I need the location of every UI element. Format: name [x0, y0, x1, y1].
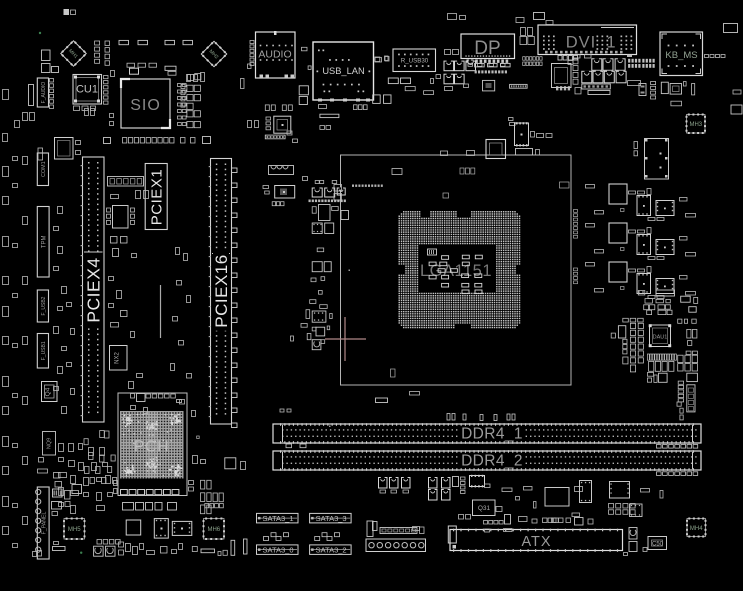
svg-text:MH3: MH3: [689, 122, 702, 128]
svg-text:TPM: TPM: [41, 235, 47, 248]
svg-text:CU1: CU1: [76, 84, 98, 96]
svg-text:MH6: MH6: [207, 527, 220, 533]
svg-text:DDR4_1: DDR4_1: [461, 426, 523, 443]
svg-text:F_AUDIO: F_AUDIO: [41, 82, 47, 104]
svg-text:SATA3_2: SATA3_2: [316, 546, 347, 555]
svg-text:USB_LAN: USB_LAN: [322, 66, 364, 76]
svg-text:SATA3_1: SATA3_1: [263, 514, 294, 523]
svg-text:F_USB1: F_USB1: [41, 341, 47, 360]
svg-text:PCH: PCH: [134, 439, 169, 456]
svg-text:DP: DP: [474, 38, 500, 59]
svg-text:PCIEX1: PCIEX1: [149, 169, 166, 225]
svg-text:MH4: MH4: [690, 526, 703, 532]
svg-text:MH2: MH2: [208, 49, 220, 61]
svg-text:KB_MS: KB_MS: [665, 50, 697, 61]
svg-text:MH5: MH5: [68, 527, 81, 533]
svg-text:R_USB30: R_USB30: [401, 58, 429, 65]
svg-text:1: 1: [606, 34, 615, 52]
svg-text:NX2: NX2: [115, 352, 121, 364]
svg-text:F_USB2: F_USB2: [41, 296, 47, 315]
svg-text:DAU1: DAU1: [653, 335, 668, 341]
svg-text:Q31: Q31: [478, 505, 491, 512]
svg-text:SATA3_3: SATA3_3: [316, 514, 347, 523]
svg-text:AUDIO: AUDIO: [258, 49, 291, 61]
svg-text:SATA3_0: SATA3_0: [263, 546, 294, 555]
svg-text:DDR4_2: DDR4_2: [461, 453, 523, 470]
svg-text:Q4: Q4: [45, 387, 52, 396]
svg-text:LGA1151: LGA1151: [420, 262, 492, 280]
svg-text:PCIEX4: PCIEX4: [84, 257, 104, 322]
svg-text:DVI: DVI: [566, 34, 597, 52]
svg-text:MH1: MH1: [67, 48, 79, 60]
svg-text:F_PANEL: F_PANEL: [41, 512, 47, 535]
svg-text:SIO: SIO: [130, 97, 161, 114]
svg-text:ATX: ATX: [521, 534, 551, 550]
svg-text:COM1: COM1: [41, 161, 47, 177]
svg-text:NQ9: NQ9: [47, 438, 53, 449]
svg-text:C50: C50: [652, 542, 664, 548]
svg-text:PCIEX16: PCIEX16: [212, 254, 231, 327]
